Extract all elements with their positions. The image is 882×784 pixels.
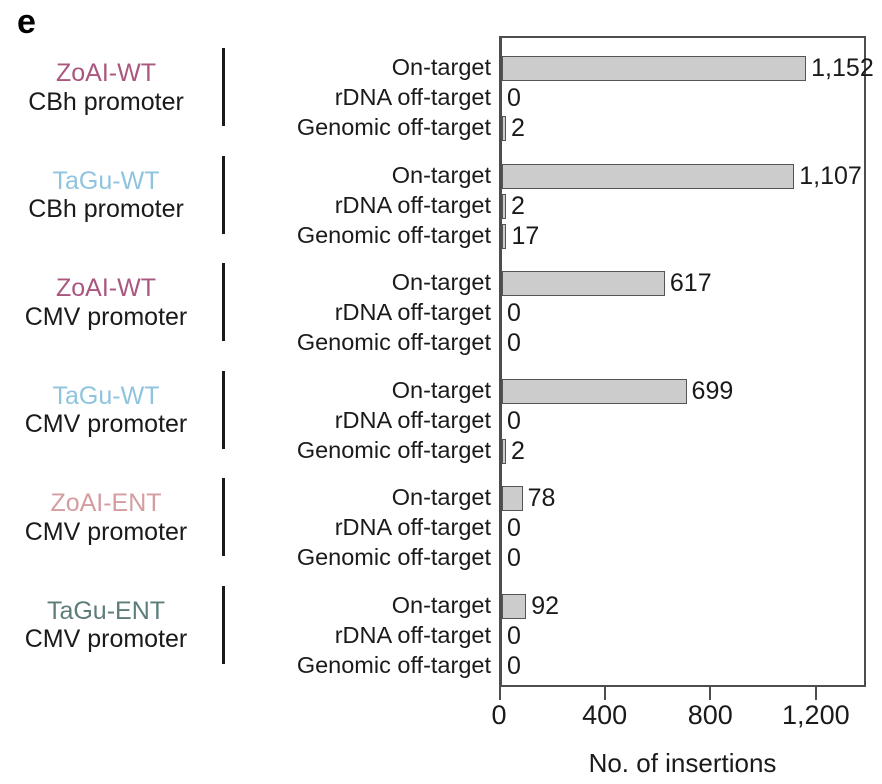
category-label: On-target <box>391 54 491 80</box>
x-tick <box>814 687 817 700</box>
group-divider-1 <box>222 48 225 126</box>
category-label: On-target <box>391 591 491 618</box>
x-axis-title: No. of insertions <box>588 748 777 778</box>
category-label: Genomic off-target <box>296 329 491 355</box>
promoter-name: CMV promoter <box>24 410 188 438</box>
group-divider-4 <box>222 370 225 449</box>
category-label: rDNA off-target <box>334 84 491 110</box>
promoter-name: CMV promoter <box>24 625 188 653</box>
bar <box>502 56 807 81</box>
bar-value-label: 17 <box>511 221 540 250</box>
bar-value-label: 0 <box>507 514 521 542</box>
bar <box>502 116 506 141</box>
bar-value-label: 0 <box>507 329 521 357</box>
promoter-name: CMV promoter <box>24 517 188 546</box>
bar <box>502 593 527 619</box>
bar-value-label: 2 <box>511 436 525 465</box>
bar-value-label: 0 <box>507 544 521 572</box>
bar <box>502 223 507 249</box>
construct-name: ZoAI-WT <box>56 274 156 302</box>
bar-value-label: 1,107 <box>799 161 862 190</box>
x-tick <box>709 687 712 700</box>
construct-name: ZoAI-ENT <box>50 489 162 517</box>
bar-value-label: 699 <box>691 376 734 405</box>
bar-value-label: 0 <box>507 406 521 435</box>
bar-value-label: 617 <box>669 269 712 297</box>
promoter-name: CBh promoter <box>28 195 184 223</box>
category-label: Genomic off-target <box>296 114 491 140</box>
bar <box>502 486 523 511</box>
bar-value-label: 0 <box>507 84 521 112</box>
category-label: Genomic off-target <box>296 544 491 570</box>
category-label: rDNA off-target <box>334 406 491 433</box>
category-label: rDNA off-target <box>334 621 491 648</box>
bar-value-label: 2 <box>511 114 525 142</box>
x-tick-label: 800 <box>687 700 733 730</box>
category-label: Genomic off-target <box>296 221 491 248</box>
bar-value-label: 0 <box>507 651 521 680</box>
bar-value-label: 0 <box>507 299 521 327</box>
category-label: On-target <box>391 376 491 403</box>
group-divider-2 <box>222 155 225 234</box>
construct-name: TaGu-WT <box>52 381 160 410</box>
bar-value-label: 2 <box>511 191 525 220</box>
x-tick-label: 400 <box>582 700 628 730</box>
bar <box>502 163 795 189</box>
bar <box>502 271 665 296</box>
category-label: On-target <box>391 484 491 510</box>
x-axis: 0 400 800 1,200 <box>491 687 866 730</box>
bar-value-label: 0 <box>507 621 521 650</box>
category-label: On-target <box>391 161 491 188</box>
promoter-name: CMV promoter <box>24 302 188 331</box>
category-label: Genomic off-target <box>296 436 491 463</box>
promoter-name: CBh promoter <box>28 87 184 116</box>
construct-name: TaGu-ENT <box>46 596 166 625</box>
category-label: rDNA off-target <box>334 514 491 540</box>
panel-letter: e <box>17 3 36 41</box>
group-divider-5 <box>222 478 225 556</box>
bar-value-label: 92 <box>531 591 560 620</box>
bar <box>502 438 506 464</box>
x-tick-label: 1,200 <box>782 700 850 730</box>
x-tick-label: 0 <box>491 700 507 730</box>
category-label: rDNA off-target <box>334 299 491 325</box>
x-tick <box>603 687 606 700</box>
construct-name: TaGu-WT <box>52 166 160 195</box>
x-tick <box>499 687 501 700</box>
bar-value-label: 78 <box>527 484 556 512</box>
construct-name: ZoAI-WT <box>56 59 156 87</box>
group-divider-6 <box>222 585 225 664</box>
bar <box>502 193 506 219</box>
bar-value-label: 1,152 <box>811 54 874 82</box>
group-divider-3 <box>222 263 225 341</box>
category-label: Genomic off-target <box>296 651 491 678</box>
category-label: On-target <box>391 269 491 295</box>
category-label: rDNA off-target <box>334 191 491 218</box>
bar <box>502 378 687 404</box>
